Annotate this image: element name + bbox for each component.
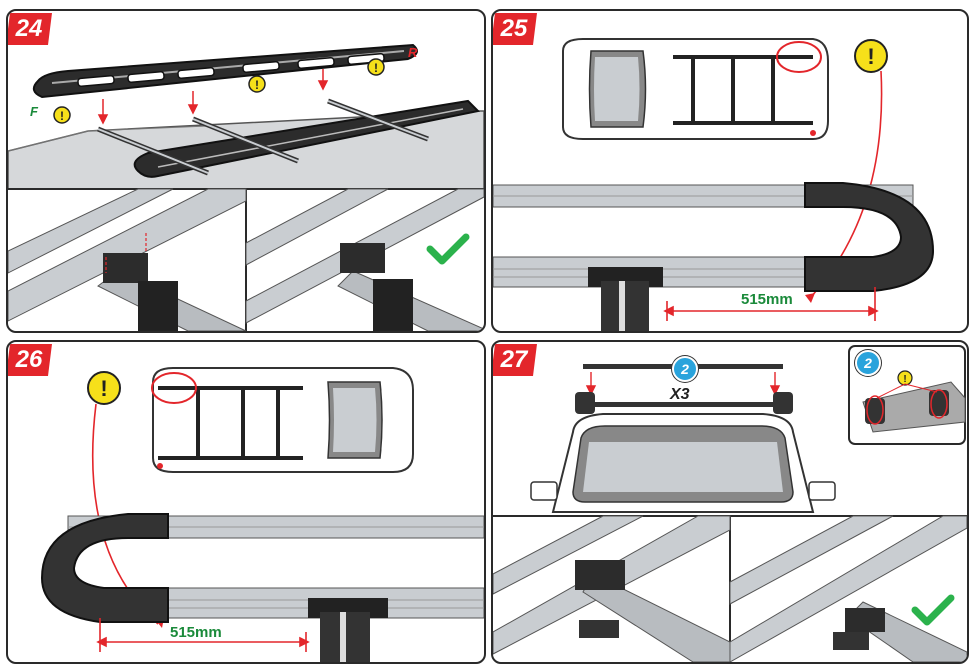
step-24-illustration: ! ! !: [8, 43, 484, 331]
inset-part-number-badge: 2: [855, 350, 881, 376]
step-25-illustration: !: [493, 38, 935, 331]
measurement-arrow-icon: [96, 618, 310, 652]
step-25-measurement: 515mm: [741, 291, 793, 308]
svg-text:!: !: [867, 44, 874, 69]
checkmark-icon: [426, 233, 470, 270]
step-27-illustration: !: [493, 345, 967, 662]
warning-icon: !: [248, 75, 266, 93]
step-25-number: 25: [500, 15, 528, 42]
svg-text:!: !: [100, 376, 107, 401]
part-number-badge: 2: [672, 356, 698, 382]
front-label: F: [30, 104, 38, 119]
part-number: 2: [681, 361, 689, 377]
step-27-badge: 27: [493, 342, 539, 380]
inset-part-number: 2: [864, 355, 872, 371]
svg-text:!: !: [374, 61, 378, 75]
warning-icon: !: [897, 370, 913, 386]
warning-icon: !: [854, 39, 888, 73]
rear-label: R: [408, 45, 418, 60]
step-27-panel: ! 27 2 X3 2: [491, 340, 969, 664]
svg-text:!: !: [60, 109, 64, 123]
step-26-number: 26: [15, 346, 43, 373]
warning-icon: !: [87, 371, 121, 405]
step-26-panel: ! 26 515mm: [6, 340, 486, 664]
step-26-illustration: !: [40, 367, 484, 662]
step-26-badge: 26: [8, 342, 54, 380]
warning-icon: !: [367, 58, 385, 76]
step-24-panel: ! ! ! 24 F R: [6, 9, 486, 333]
step-24-number: 24: [15, 15, 43, 42]
quantity-label: X3: [670, 386, 690, 403]
svg-text:!: !: [255, 78, 259, 92]
measurement-arrow-icon: [663, 287, 879, 321]
checkmark-icon: [911, 594, 955, 631]
step-25-badge: 25: [493, 11, 539, 49]
step-24-badge: 24: [8, 11, 54, 49]
step-25-panel: ! 25 515mm: [491, 9, 969, 333]
warning-icon: !: [53, 106, 71, 124]
svg-text:!: !: [903, 374, 906, 385]
step-26-measurement: 515mm: [170, 624, 222, 641]
step-27-number: 27: [500, 346, 528, 373]
